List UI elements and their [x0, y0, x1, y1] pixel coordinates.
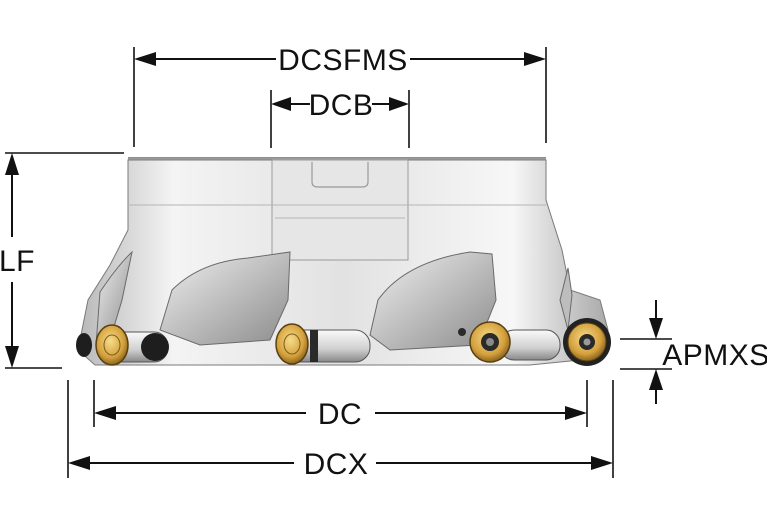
dc-label: DC: [318, 398, 362, 431]
dimension-dcsfms: DCSFMS: [133, 44, 547, 147]
dimension-apmxs: APMXS: [620, 300, 767, 404]
lf-arrow-bottom: [5, 346, 19, 368]
slot-notch: [311, 162, 369, 188]
dcx-arrow-right: [591, 456, 613, 470]
dcb-arrow-right: [389, 97, 409, 111]
dc-arrow-right: [565, 406, 587, 420]
screw-detail: [458, 328, 466, 336]
dcb-label: DCB: [309, 89, 374, 122]
apmxs-label: APMXS: [662, 339, 767, 372]
dcx-arrow-left: [68, 456, 90, 470]
dcb-arrow-left: [271, 97, 291, 111]
drive-slot: [271, 159, 409, 261]
chip-pocket-2: [159, 251, 291, 346]
pin-band-1: [310, 330, 318, 362]
dcsfms-arrow-left: [134, 52, 156, 66]
dcsfms-arrow-right: [524, 52, 546, 66]
lf-arrow-top: [5, 153, 19, 175]
dimension-dcb: DCB: [270, 89, 410, 148]
round-insert-2: [275, 323, 309, 365]
chip-pocket-4: [559, 267, 573, 331]
dimension-lf: LF: [0, 152, 124, 369]
round-insert-4: [563, 318, 611, 366]
milling-cutter-illustration: [76, 157, 611, 366]
dcsfms-label: DCSFMS: [278, 44, 408, 77]
round-insert-1: [95, 324, 129, 366]
apmxs-arrow-bottom: [649, 369, 663, 390]
dc-arrow-left: [94, 406, 116, 420]
chip-pocket-3: [369, 251, 497, 351]
round-insert-3: [469, 321, 511, 363]
pin-end-dark-2: [76, 333, 92, 357]
dimension-dcx: DCX: [67, 380, 614, 481]
dcx-label: DCX: [304, 448, 369, 481]
lf-label: LF: [0, 245, 35, 278]
dimension-dc: DC: [93, 380, 588, 431]
apmxs-arrow-top: [649, 318, 663, 339]
pin-end-dark-1: [141, 333, 169, 361]
